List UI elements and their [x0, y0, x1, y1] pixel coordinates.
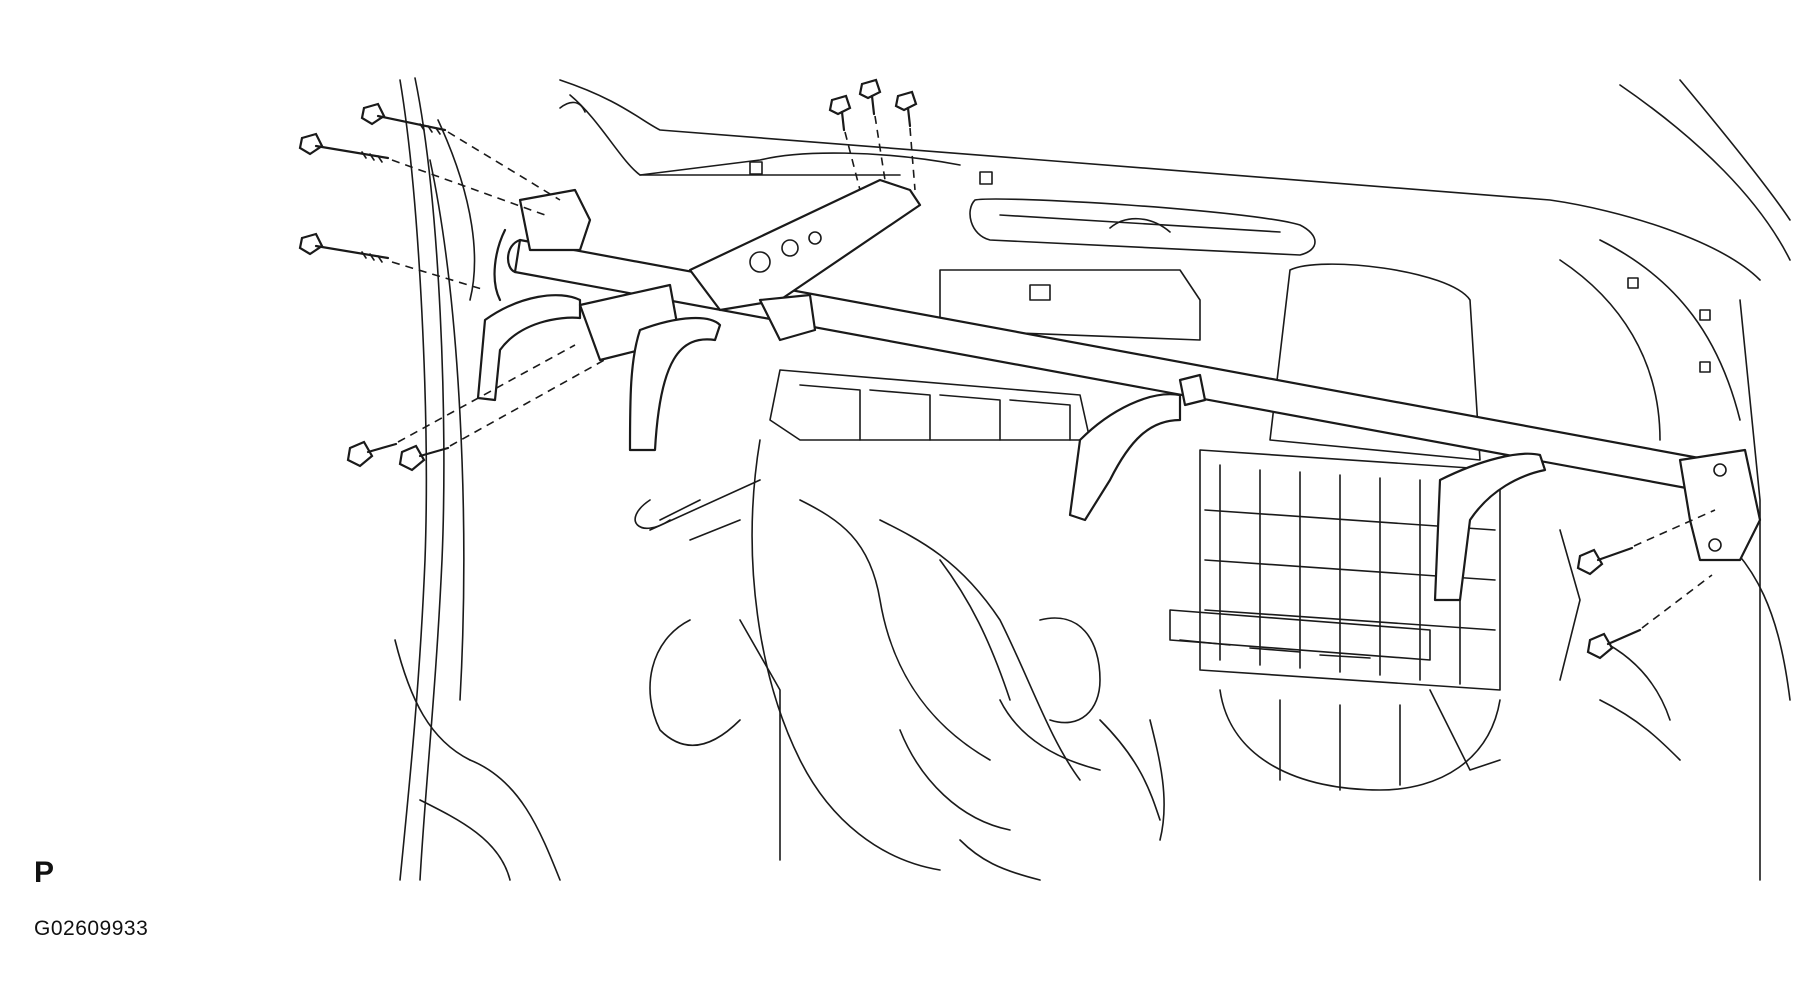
bolt-top-3 [894, 90, 918, 128]
bolt-upper-left-3 [298, 232, 390, 263]
heater-unit [634, 369, 1161, 871]
view-letter: P [34, 856, 55, 889]
bolt-top-1 [828, 94, 852, 132]
bolts-upper-left [298, 102, 561, 291]
bolt-lower-left-2 [398, 444, 450, 472]
cowl-outline [559, 79, 1791, 281]
defroster-duct [939, 198, 1316, 341]
bolt-right-2 [1586, 628, 1642, 660]
bolts-top [828, 78, 918, 191]
bolt-upper-left-2 [298, 132, 390, 163]
bolt-upper-left-1 [360, 102, 447, 135]
bolt-top-2 [858, 78, 882, 116]
figure-code: G02609933 [34, 917, 149, 940]
blower-housing [1169, 263, 1501, 791]
bolts-lower-left [346, 344, 609, 472]
misc-lower [649, 479, 1681, 881]
bolt-right-1 [1576, 546, 1634, 576]
ip-reinforcement-bar [476, 178, 1762, 602]
bolts-right [1576, 509, 1716, 660]
body-pillar-left [394, 77, 561, 881]
bolt-lower-left-1 [346, 440, 398, 468]
